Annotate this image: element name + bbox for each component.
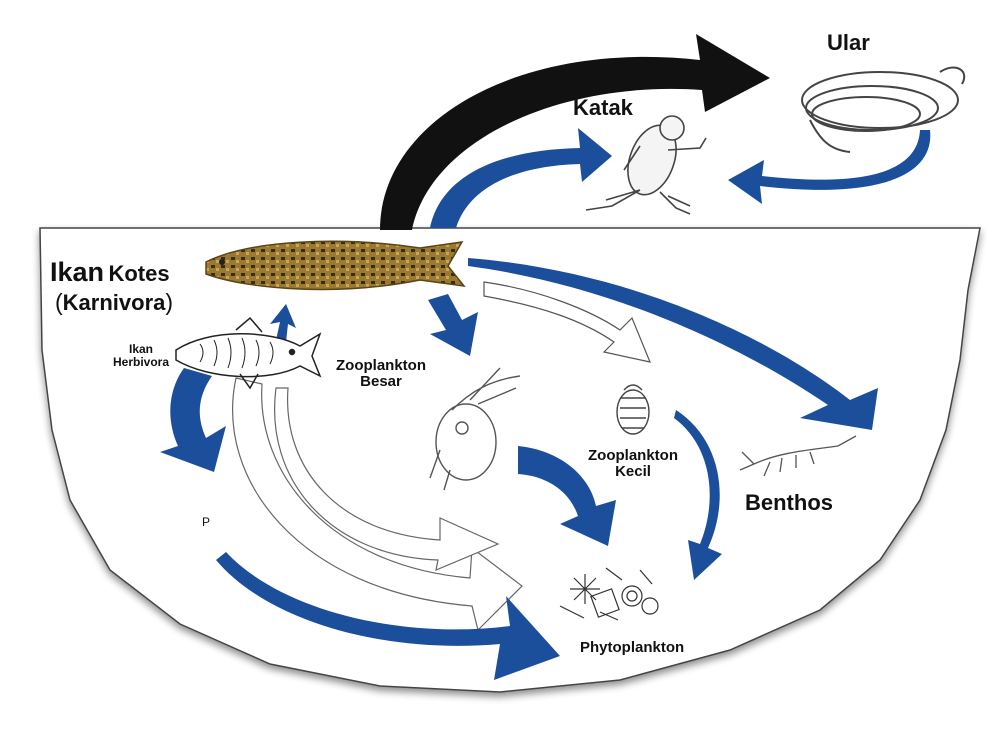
- frog-icon: [586, 116, 706, 214]
- paren-open: (: [55, 289, 63, 315]
- snake-icon: [802, 68, 964, 152]
- label-ikan-herbivora-line1: Ikan: [113, 343, 169, 356]
- label-ikan-herbivora-line2: Herbivora: [113, 356, 169, 369]
- label-phytoplankton: Phytoplankton: [580, 639, 684, 656]
- label-zooplankton-besar-line1: Zooplankton: [336, 358, 426, 374]
- paren-close: ): [165, 289, 173, 315]
- label-karnivora-group: (Karnivora): [55, 290, 173, 315]
- label-zooplankton-kecil-line2: Kecil: [588, 464, 678, 480]
- label-zooplankton-kecil: Zooplankton Kecil: [588, 448, 678, 480]
- fish-to-snake-arrow: [380, 34, 770, 230]
- label-ikan-herbivora: Ikan Herbivora: [113, 343, 169, 368]
- label-ikan-kotes-part1: Ikan: [50, 257, 104, 287]
- label-benthos: Benthos: [745, 490, 833, 515]
- label-katak: Katak: [573, 95, 633, 120]
- label-karnivora: Karnivora: [63, 290, 166, 315]
- label-ikan-kotes: Ikan Kotes: [50, 258, 170, 286]
- label-zooplankton-besar-line2: Besar: [336, 374, 426, 390]
- label-zooplankton-besar: Zooplankton Besar: [336, 358, 426, 390]
- label-ular: Ular: [827, 30, 870, 55]
- label-ikan-kotes-part2: Kotes: [108, 261, 169, 286]
- snake-to-frog-arrow: [728, 130, 930, 204]
- label-p: P: [202, 515, 210, 529]
- label-zooplankton-kecil-line1: Zooplankton: [588, 448, 678, 464]
